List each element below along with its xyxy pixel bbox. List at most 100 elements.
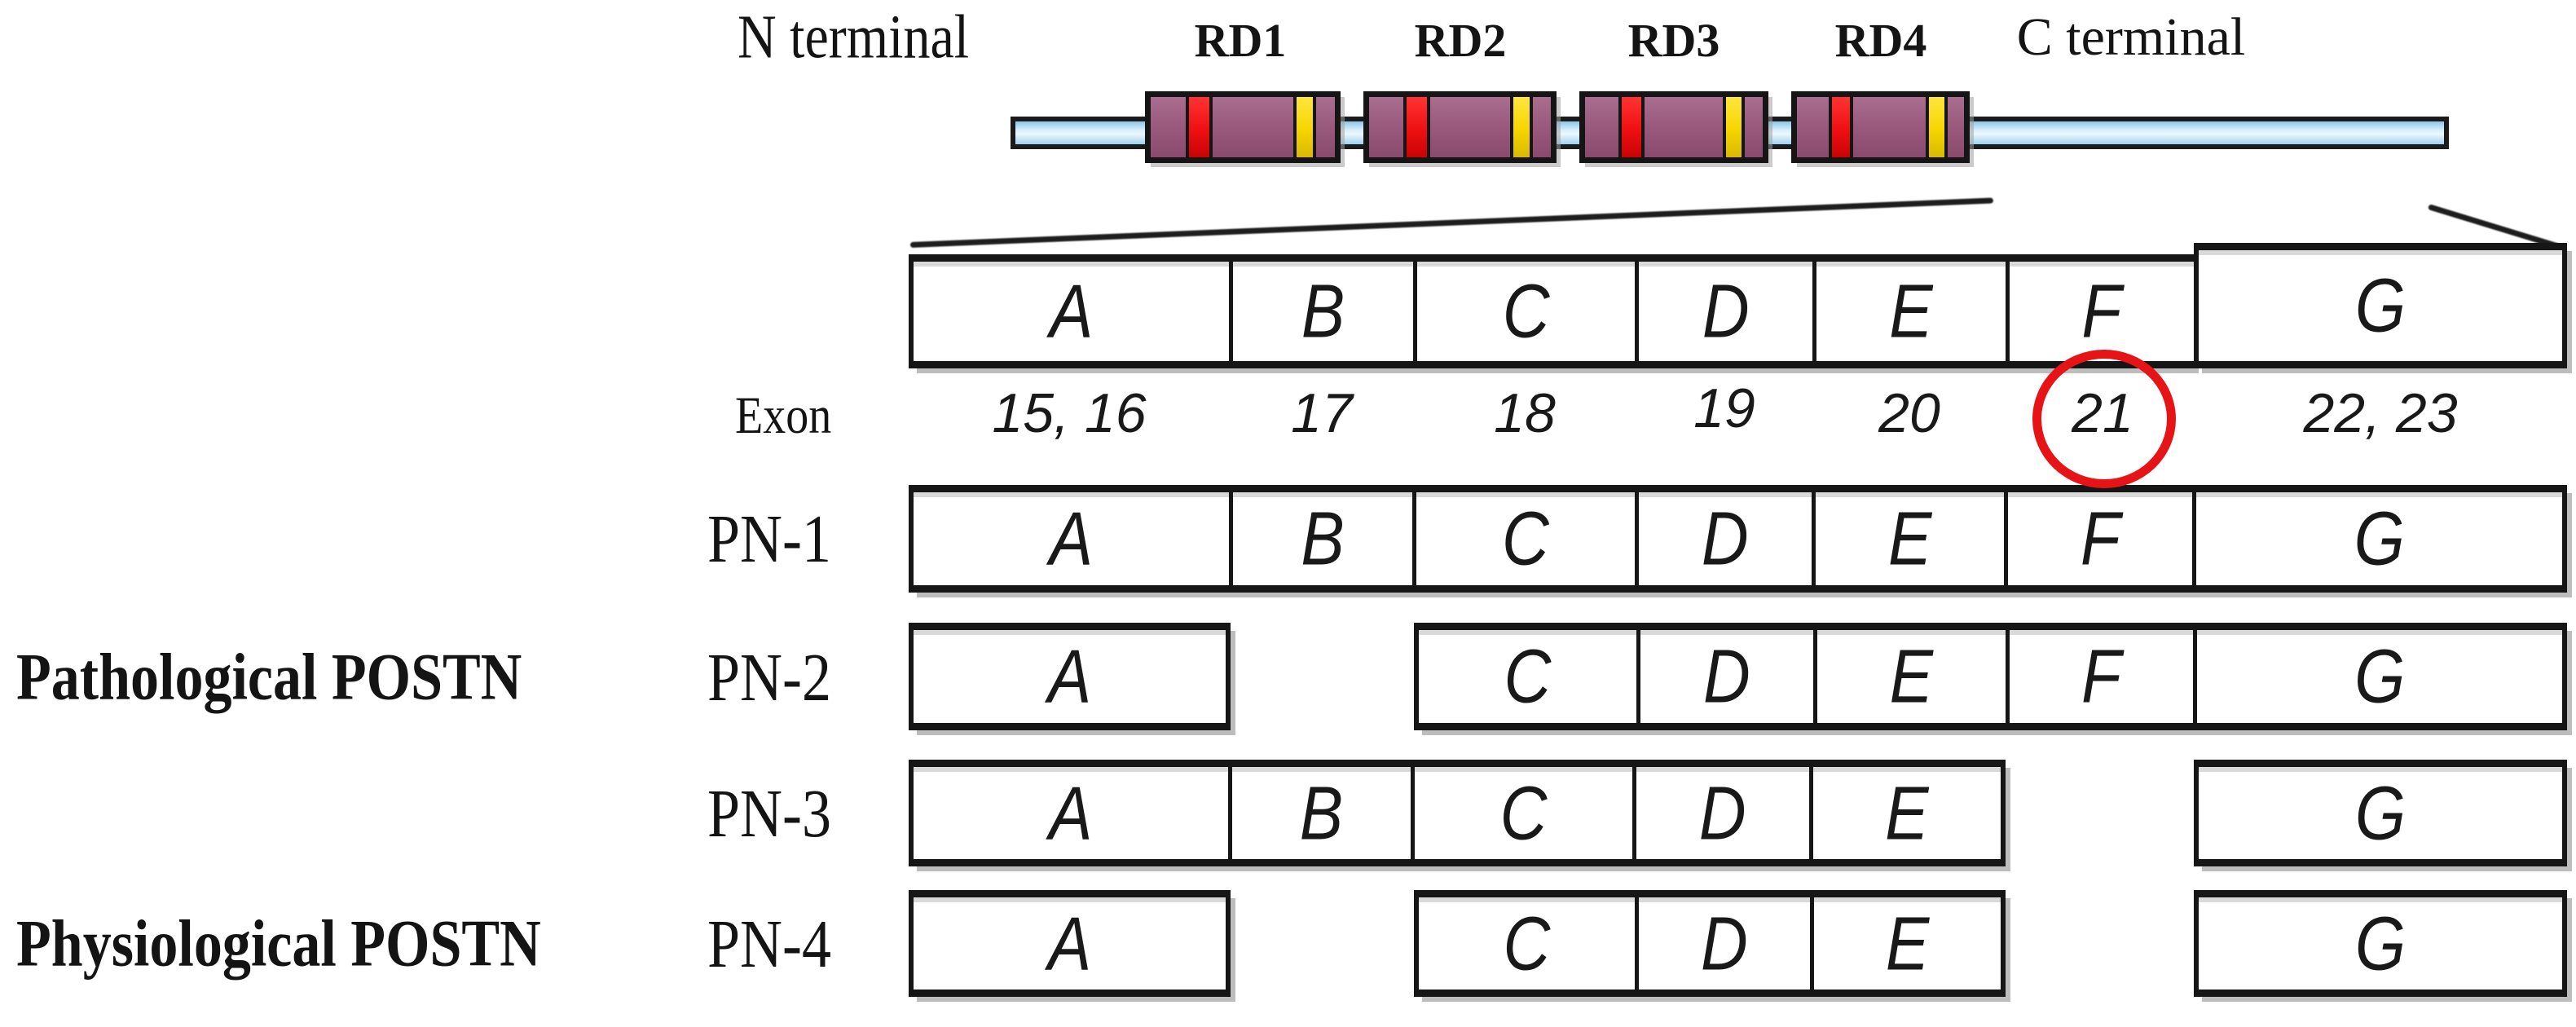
header-row-a-f: A B C D E F: [909, 254, 2194, 368]
segment-divider: [1509, 97, 1513, 157]
header-cell-e: E: [1812, 262, 2005, 361]
pn2-letter-a: A: [1047, 633, 1092, 719]
rd4-purple-segment: [1852, 97, 1926, 157]
header-letter-e: E: [1889, 268, 1933, 354]
rd2-purple-segment: [1532, 97, 1552, 157]
rd3-text: RD3: [1627, 14, 1720, 67]
exon-caption: Exon: [735, 386, 831, 445]
rd3-yellow-stripe: [1725, 97, 1742, 157]
pn4-cell-g: G: [2199, 897, 2562, 990]
pn4-letter-a: A: [1047, 901, 1092, 985]
rd1-purple-segment: [1212, 97, 1294, 157]
pn1-cell-c: C: [1412, 492, 1634, 585]
rd1-red-stripe: [1188, 97, 1209, 157]
segment-divider: [1403, 97, 1407, 157]
pn2-letter-e: E: [1889, 633, 1933, 719]
header-letter-b: B: [1301, 268, 1345, 354]
rd4-red-stripe: [1831, 97, 1850, 157]
rd1-yellow-stripe: [1297, 97, 1314, 157]
isoform-row-pn4-segment-a: A: [909, 890, 1231, 997]
pn1-cell-g: G: [2192, 492, 2562, 585]
pn1-cell-b: B: [1228, 492, 1412, 585]
rd3-red-stripe: [1622, 97, 1642, 157]
pn3-cell-c: C: [1411, 767, 1632, 859]
pn3-letter-c: C: [1499, 770, 1548, 855]
rd4-purple-segment: [1797, 97, 1829, 157]
segment-divider: [1426, 97, 1430, 157]
pn4-cell-c: C: [1419, 897, 1635, 990]
pn4-letter-g: G: [2354, 901, 2406, 985]
exon-19-text: 19: [1693, 377, 1755, 439]
segment-divider: [1618, 97, 1623, 157]
pn4-cell-a: A: [914, 897, 1226, 990]
rd2-purple-segment: [1369, 97, 1404, 157]
n-terminal-label: N terminal: [738, 2, 969, 72]
pn4-text: PN-4: [707, 906, 831, 982]
header-cell-d: D: [1635, 262, 1812, 361]
exon-number-22-23: 22, 23: [2303, 381, 2534, 445]
exon-number-18: 18: [1494, 381, 1587, 445]
pn2-letter-d: D: [1702, 633, 1750, 719]
isoform-label-pn2: PN-2: [619, 640, 831, 716]
isoform-row-pn4-segment-g: G: [2194, 890, 2567, 997]
pn1-letter-b: B: [1301, 496, 1345, 581]
domain-box-rd4: [1791, 91, 1970, 163]
segment-divider: [1185, 97, 1189, 157]
pn3-text: PN-3: [707, 775, 831, 852]
rd1-purple-segment: [1316, 97, 1336, 157]
pn3-cell-d: D: [1631, 767, 1809, 859]
rd3-purple-segment: [1645, 97, 1723, 157]
pn1-letter-a: A: [1049, 496, 1094, 581]
rd2-purple-segment: [1429, 97, 1510, 157]
isoform-label-pn1: PN-1: [619, 501, 831, 577]
isoform-label-pn4: PN-4: [619, 906, 831, 982]
exon-number-19: 19: [1693, 377, 1786, 440]
pn3-letter-g: G: [2354, 770, 2406, 855]
header-cell-c: C: [1412, 262, 1636, 361]
rd1-label: RD1: [1195, 13, 1332, 68]
pn2-cell-e: E: [1812, 630, 2006, 723]
isoform-row-pn1: A B C D E F G: [909, 485, 2567, 593]
pn3-cell-g: G: [2199, 767, 2562, 859]
segment-divider: [1722, 97, 1726, 157]
exon-17-text: 17: [1291, 382, 1353, 444]
exon-number-15-16: 15, 16: [992, 381, 1223, 445]
pn1-letter-g: G: [2354, 496, 2405, 581]
pn3-cell-e: E: [1808, 767, 2001, 859]
isoform-row-pn2-segment-cg: C D E F G: [1414, 623, 2567, 730]
pn4-letter-d: D: [1701, 901, 1748, 985]
pn1-cell-f: F: [2004, 492, 2192, 585]
pn3-letter-e: E: [1885, 770, 1929, 855]
pn4-cell-d: D: [1634, 897, 1810, 990]
rd3-purple-segment: [1745, 97, 1763, 157]
exon-number-17: 17: [1291, 381, 1384, 445]
pn1-text: PN-1: [707, 500, 831, 577]
pn2-cell-a: A: [914, 630, 1226, 723]
pn2-cell-g: G: [2193, 630, 2562, 723]
rd1-text: RD1: [1194, 14, 1287, 67]
pn3-cell-a: A: [914, 767, 1228, 859]
pn1-letter-f: F: [2080, 496, 2120, 581]
rd4-text: RD4: [1834, 14, 1927, 67]
rd2-text: RD2: [1414, 14, 1507, 67]
rd3-label: RD3: [1628, 13, 1766, 68]
domain-box-rd1: [1145, 91, 1341, 163]
segment-divider: [1641, 97, 1645, 157]
pn1-cell-d: D: [1634, 492, 1812, 585]
rd2-red-stripe: [1407, 97, 1427, 157]
header-letter-g: G: [2354, 262, 2406, 348]
header-letter-f: F: [2081, 268, 2122, 354]
pn2-cell-c: C: [1419, 630, 1636, 723]
exon-22-23-text: 22, 23: [2303, 382, 2458, 444]
pn3-cell-b: B: [1227, 767, 1411, 859]
physiological-text: Physiological POSTN: [16, 907, 541, 981]
pn1-cell-a: A: [914, 492, 1229, 585]
pn4-letter-e: E: [1885, 901, 1930, 985]
pn3-letter-a: A: [1049, 770, 1093, 855]
header-cell-g: G: [2199, 250, 2562, 361]
pn2-cell-f: F: [2005, 630, 2194, 723]
pn2-letter-f: F: [2081, 633, 2121, 719]
segment-divider: [1209, 97, 1213, 157]
isoform-row-pn4-segment-cde: C D E: [1414, 890, 2006, 997]
